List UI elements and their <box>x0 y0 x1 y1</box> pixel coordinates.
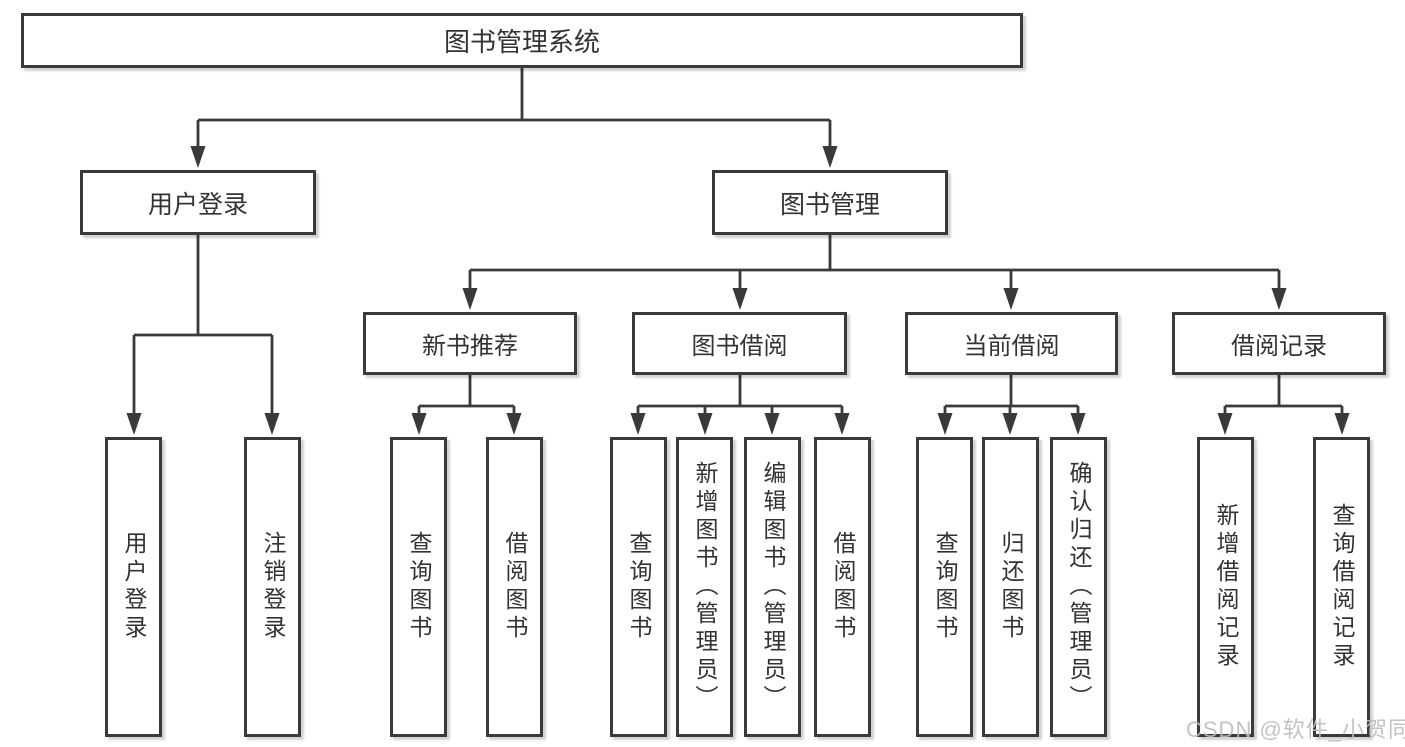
leaf-label: 查询图书 <box>932 531 958 643</box>
leaf-label: 注销登录 <box>260 531 286 643</box>
leaf-label: 用户登录 <box>121 531 147 643</box>
node-borrow-record: 借阅记录 <box>1172 312 1386 375</box>
node-book-borrow: 图书借阅 <box>632 312 847 375</box>
node-query-book: 查询图书 <box>390 437 447 737</box>
leaf-label: 借阅图书 <box>830 531 856 643</box>
node-borrow-book: 借阅图书 <box>814 437 871 737</box>
node-return-book: 归还图书 <box>982 437 1039 737</box>
node-borrow-record-label: 借阅记录 <box>1231 333 1327 360</box>
node-query-borrow-record: 查询借阅记录 <box>1313 437 1370 737</box>
node-confirm-return-admin: 确认归还（管理员） <box>1050 437 1107 737</box>
node-library-system: 图书管理系统 <box>21 13 1023 68</box>
leaf-label: 新增借阅记录 <box>1213 503 1239 671</box>
node-add-book-admin: 新增图书（管理员） <box>676 437 733 737</box>
leaf-label: 编辑图书（管理员） <box>760 461 786 713</box>
node-book-management: 图书管理 <box>712 170 948 235</box>
node-book-borrow-label: 图书借阅 <box>691 333 788 360</box>
node-new-book-recommend: 新书推荐 <box>363 312 577 375</box>
node-borrow-book: 借阅图书 <box>486 437 543 737</box>
leaf-label: 归还图书 <box>998 531 1024 643</box>
leaf-label: 借阅图书 <box>502 531 528 643</box>
node-user-login: 用户登录 <box>80 170 316 235</box>
leaf-label: 查询图书 <box>626 531 652 643</box>
node-current-borrow: 当前借阅 <box>905 312 1118 375</box>
node-query-book: 查询图书 <box>916 437 973 737</box>
csdn-watermark: CSDN @软件_小贺同学 <box>1186 717 1405 742</box>
node-user-login-label: 用户登录 <box>147 190 248 219</box>
leaf-label: 新增图书（管理员） <box>692 461 718 713</box>
node-current-borrow-label: 当前借阅 <box>963 333 1060 360</box>
leaf-label: 查询图书 <box>406 531 432 643</box>
leaf-label: 确认归还（管理员） <box>1066 461 1092 713</box>
node-add-borrow-record: 新增借阅记录 <box>1197 437 1254 737</box>
node-library-system-label: 图书管理系统 <box>443 27 600 57</box>
node-logout: 注销登录 <box>244 437 301 737</box>
node-edit-book-admin: 编辑图书（管理员） <box>744 437 801 737</box>
node-book-management-label: 图书管理 <box>779 190 880 219</box>
node-new-book-recommend-label: 新书推荐 <box>422 333 518 360</box>
node-user-login-leaf: 用户登录 <box>105 437 162 737</box>
leaf-label: 查询借阅记录 <box>1329 503 1355 671</box>
node-query-book: 查询图书 <box>610 437 667 737</box>
